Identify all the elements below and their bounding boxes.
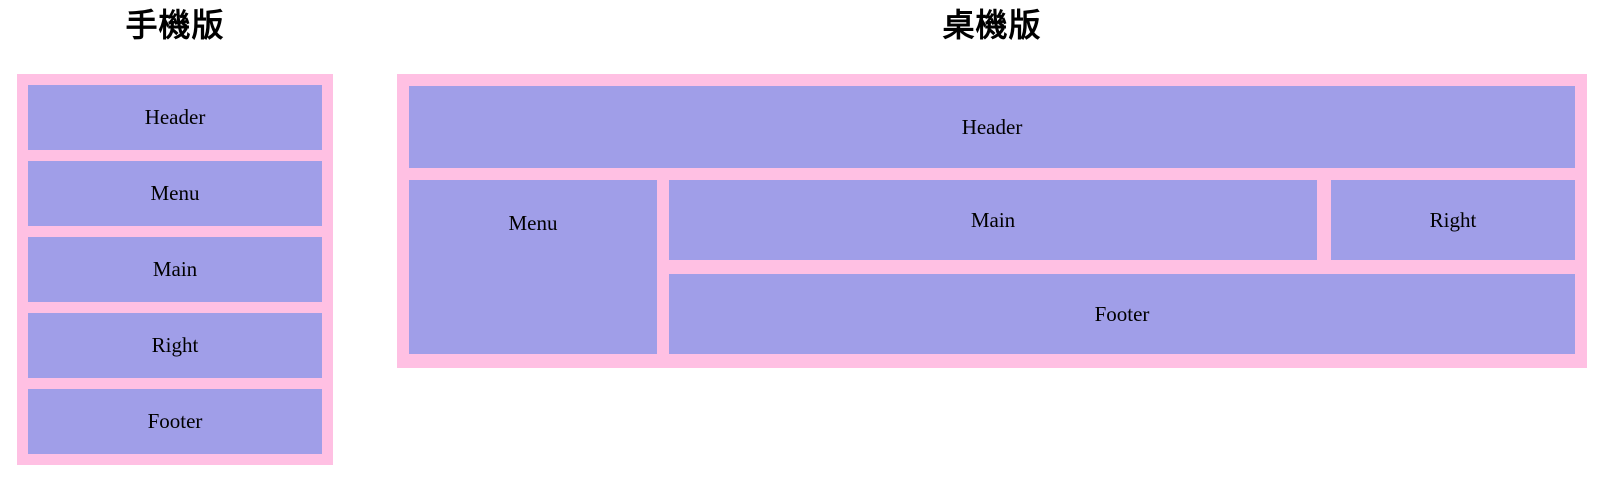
mobile-menu-box: Menu	[28, 161, 322, 226]
desktop-header-box: Header	[409, 86, 1575, 168]
desktop-content-column: Main Right Footer	[669, 180, 1575, 354]
mobile-footer-box: Footer	[28, 389, 322, 454]
mobile-right-box: Right	[28, 313, 322, 378]
mobile-header-box: Header	[28, 85, 322, 150]
desktop-right-box: Right	[1331, 180, 1575, 260]
desktop-layout-container: Header Menu Main Right Footer	[397, 74, 1587, 368]
desktop-main-row: Main Right	[669, 180, 1575, 260]
desktop-footer-box: Footer	[669, 274, 1575, 354]
desktop-main-box: Main	[669, 180, 1317, 260]
mobile-layout-container: Header Menu Main Right Footer	[17, 74, 333, 465]
desktop-menu-box: Menu	[409, 180, 657, 354]
mobile-version-title: 手機版	[125, 7, 225, 43]
desktop-body-row: Menu Main Right Footer	[409, 180, 1575, 354]
mobile-main-box: Main	[28, 237, 322, 302]
desktop-version-title: 桌機版	[942, 7, 1042, 43]
